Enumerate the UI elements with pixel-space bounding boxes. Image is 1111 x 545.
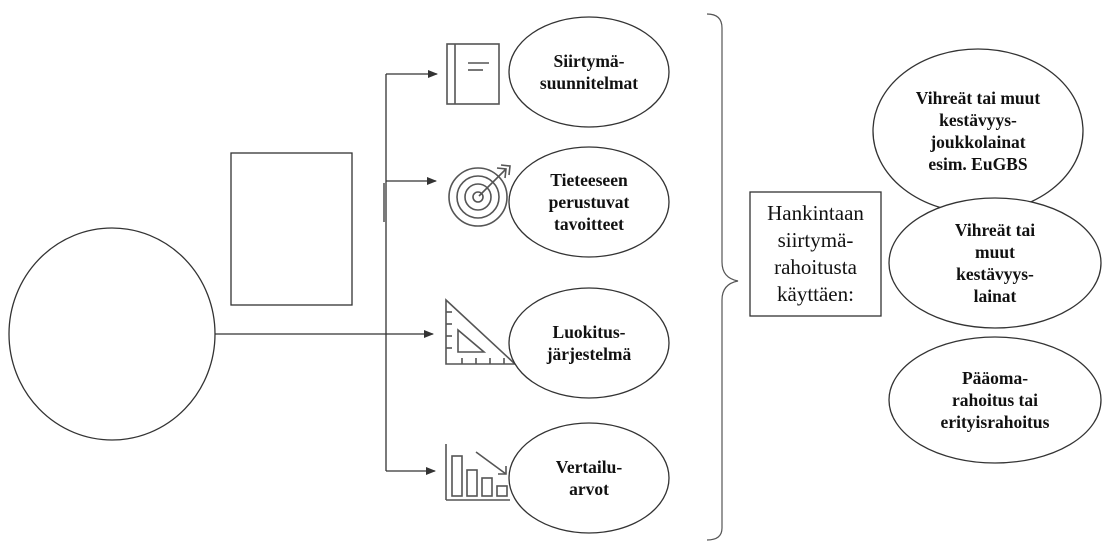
outcome-node-2	[888, 197, 1102, 329]
step-label-2: Tieteeseen perustuvat tavoitteet	[548, 170, 630, 234]
step-label-1: Siirtymä- suunnitelmat	[539, 51, 639, 93]
step-label-3: Luokitus- järjestelmä	[546, 322, 632, 364]
grouping-brace	[706, 13, 739, 541]
outcome-node-3	[888, 336, 1102, 464]
step-node-2	[508, 146, 670, 258]
outcome-label-1: Vihreät tai muut kestävyys- joukkolainat…	[915, 88, 1041, 174]
step-node-3	[508, 287, 670, 399]
outcome-label-2: Vihreät tai muut kestävyys- lainat	[954, 220, 1036, 306]
center-box	[749, 191, 882, 317]
step-node-1	[508, 16, 670, 128]
outcome-label-3: Pääoma- rahoitus tai erityisrahoitus	[940, 368, 1050, 432]
left-rectangle-label	[235, 160, 348, 298]
book-icon	[446, 43, 500, 105]
left-rectangle-node	[230, 152, 353, 306]
left-circle-label	[30, 300, 194, 370]
step-label-4: Vertailu- arvot	[555, 457, 623, 499]
step-node-4	[508, 422, 670, 534]
target-icon	[448, 164, 511, 227]
bar-chart-icon	[445, 444, 510, 501]
set-square-icon	[445, 298, 518, 365]
center-box-label: Hankintaan siirtymä- rahoitusta käyttäen…	[767, 201, 864, 306]
